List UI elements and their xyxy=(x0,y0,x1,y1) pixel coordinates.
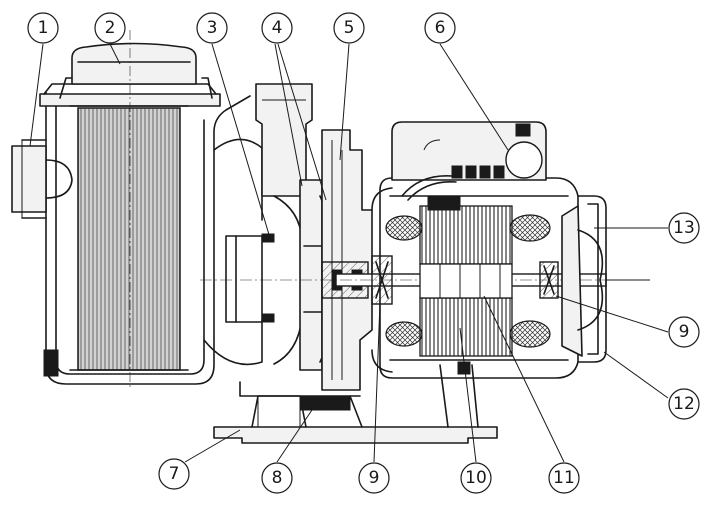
svg-text:8: 8 xyxy=(272,468,283,488)
callout-11: 11 xyxy=(548,462,580,494)
callout-1: 1 xyxy=(27,12,59,44)
stator-core xyxy=(385,205,551,357)
callout-12: 12 xyxy=(668,388,700,420)
callout-3: 3 xyxy=(196,12,228,44)
callout-9-rear: 9 xyxy=(668,316,700,348)
cooling-fan xyxy=(561,205,650,357)
callout-7: 7 xyxy=(158,458,190,490)
svg-text:13: 13 xyxy=(673,218,695,238)
fan-cover xyxy=(577,195,607,363)
pump-base xyxy=(213,364,498,444)
callout-4: 4 xyxy=(261,12,293,44)
capacitor-box xyxy=(391,121,547,211)
callout-13: 13 xyxy=(668,212,700,244)
strainer-lid xyxy=(59,42,213,99)
seal-plate xyxy=(299,129,373,411)
svg-text:12: 12 xyxy=(673,394,695,414)
callout-8: 8 xyxy=(261,462,293,494)
capacitor xyxy=(505,141,543,179)
inlet-port xyxy=(11,139,73,219)
svg-text:7: 7 xyxy=(169,464,180,484)
svg-text:3: 3 xyxy=(207,18,218,38)
callout-10: 10 xyxy=(460,462,492,494)
strainer-basket xyxy=(69,30,189,390)
drain-plug xyxy=(43,349,59,377)
leader-lines xyxy=(29,43,669,463)
svg-text:6: 6 xyxy=(435,18,446,38)
svg-text:11: 11 xyxy=(553,468,575,488)
front-bearing xyxy=(371,255,393,305)
svg-text:2: 2 xyxy=(105,18,116,38)
callout-5: 5 xyxy=(333,12,365,44)
svg-text:9: 9 xyxy=(369,468,380,488)
callout-6: 6 xyxy=(424,12,456,44)
base-mount-bolt xyxy=(299,395,351,411)
svg-text:10: 10 xyxy=(465,468,487,488)
svg-text:5: 5 xyxy=(344,18,355,38)
svg-text:1: 1 xyxy=(38,18,49,38)
svg-text:9: 9 xyxy=(679,322,690,342)
callout-2: 2 xyxy=(94,12,126,44)
rotor xyxy=(419,263,513,299)
svg-text:4: 4 xyxy=(272,18,283,38)
callout-9-front: 9 xyxy=(358,462,390,494)
rear-bearing xyxy=(539,261,559,299)
